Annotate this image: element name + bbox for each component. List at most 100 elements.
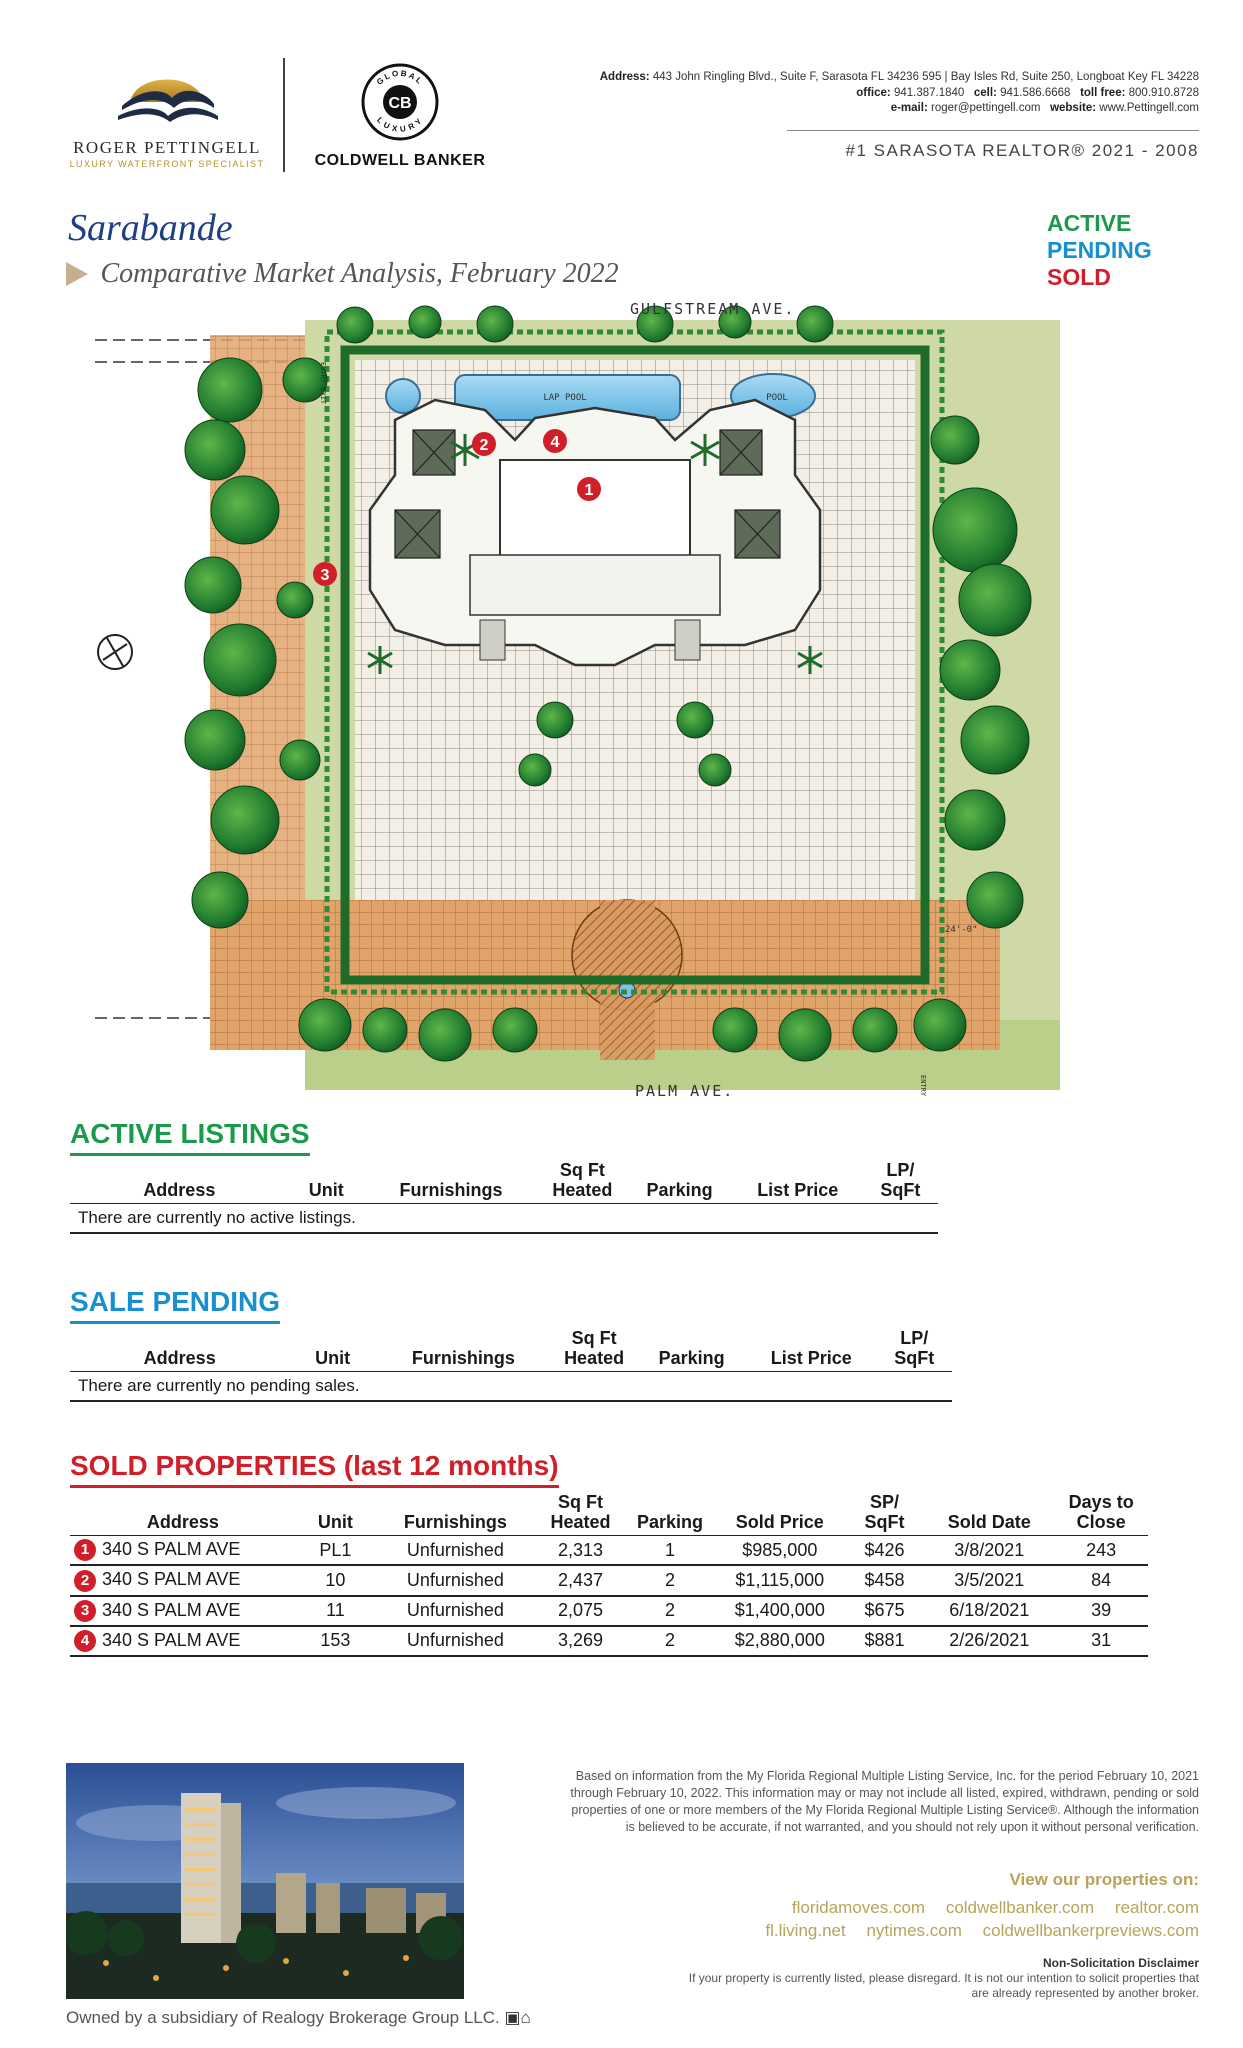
- row-unit: 11: [295, 1595, 376, 1627]
- row-sold-date: 2/26/2021: [924, 1625, 1055, 1658]
- row-address: 340 S PALM AVE: [102, 1569, 241, 1590]
- row-address: 340 S PALM AVE: [102, 1539, 241, 1559]
- address-label: Address:: [599, 71, 650, 83]
- page-title: Sarabande: [68, 207, 233, 249]
- row-sold-price: $1,115,000: [714, 1565, 845, 1597]
- col-parking: Parking: [637, 1328, 746, 1372]
- skyline-photo-illustration: [66, 1763, 464, 1999]
- email-label: e-mail:: [890, 102, 928, 114]
- row-sp-sqft: $881: [844, 1625, 925, 1658]
- col-furnishings: Furnishings: [375, 1328, 551, 1372]
- row-sold-date: 3/8/2021: [924, 1535, 1055, 1567]
- address-text: 443 John Ringling Blvd., Suite F, Saraso…: [652, 71, 1199, 83]
- pending-empty-message: There are currently no pending sales.: [70, 1371, 952, 1402]
- active-section: ACTIVE LISTINGS Address Unit Furnishings…: [70, 1118, 938, 1234]
- pool-label: POOL: [766, 393, 788, 403]
- link-realtor[interactable]: realtor.com: [1114, 1898, 1199, 1917]
- agent-tagline: LUXURY WATERFRONT SPECIALIST: [69, 159, 265, 169]
- row-sold-price: $2,880,000: [714, 1625, 845, 1658]
- pending-title: SALE PENDING: [70, 1286, 281, 1324]
- unit-marker-4: 4: [543, 429, 567, 453]
- link-fl-living[interactable]: fl.living.net: [765, 1921, 846, 1940]
- active-empty-message: There are currently no active listings.: [70, 1203, 938, 1234]
- house-wave-icon: [118, 79, 218, 122]
- row-sold-date: 6/18/2021: [924, 1595, 1055, 1627]
- svg-text:3: 3: [321, 567, 330, 584]
- realtor-eho-icon: ▣⌂: [504, 2008, 531, 2027]
- row-days-to-close: 39: [1054, 1595, 1148, 1627]
- site-plan-drawing: LAP POOL POOL: [95, 305, 1060, 1097]
- building-photo: [66, 1763, 464, 1999]
- property-links: floridamoves.com coldwellbanker.com real…: [749, 1896, 1199, 1942]
- cell-phone: 941.586.6668: [1000, 86, 1071, 99]
- agent-logo: ROGER PETTINGELL LUXURY WATERFRONT SPECI…: [62, 58, 272, 178]
- row-sqft: 2,437: [535, 1565, 626, 1597]
- lap-pool-label: LAP POOL: [543, 393, 586, 403]
- non-solicitation-title: Non-Solicitation Disclaimer: [1042, 1956, 1199, 1970]
- row-furnishings: Unfurnished: [375, 1565, 536, 1597]
- col-address: Address: [70, 1160, 289, 1204]
- svg-text:4: 4: [551, 434, 560, 451]
- row-sqft: 2,075: [535, 1595, 626, 1627]
- active-table: Address Unit Furnishings Sq Ft Heated Pa…: [70, 1160, 938, 1234]
- col-address: Address: [70, 1492, 296, 1536]
- unit-marker-3: 3: [313, 562, 337, 586]
- row-unit: 10: [295, 1565, 376, 1597]
- ownership-line: Owned by a subsidiary of Realogy Brokera…: [66, 2008, 531, 2028]
- email-link[interactable]: roger@pettingell.com: [930, 102, 1041, 114]
- entry-label: ENTRY: [919, 1075, 927, 1097]
- row-unit: 153: [295, 1625, 376, 1658]
- pending-section: SALE PENDING Address Unit Furnishings Sq…: [70, 1286, 952, 1402]
- unit-number-badge: 2: [74, 1569, 96, 1592]
- row-address: 340 S PALM AVE: [102, 1599, 241, 1620]
- link-nytimes[interactable]: nytimes.com: [866, 1921, 962, 1940]
- col-furnishings: Furnishings: [363, 1160, 539, 1204]
- sold-section: SOLD PROPERTIES (last 12 months) Address…: [70, 1450, 1148, 1658]
- unit-marker-1: 1: [577, 477, 601, 501]
- view-properties-title: View our properties on:: [1009, 1870, 1199, 1889]
- row-sold-price: $1,400,000: [714, 1595, 845, 1627]
- header-divider: [283, 58, 285, 172]
- entry-exit-label: ENTRY EXIT: [319, 362, 327, 405]
- row-unit: PL1: [295, 1535, 376, 1567]
- link-cb-previews[interactable]: coldwellbankerpreviews.com: [982, 1921, 1199, 1940]
- office-label: office:: [856, 86, 891, 99]
- col-sqft: Sq Ft Heated: [538, 1160, 627, 1204]
- col-sqft: Sq Ft Heated: [535, 1492, 626, 1536]
- col-unit: Unit: [288, 1160, 364, 1204]
- col-days-to-close: Days to Close: [1054, 1492, 1148, 1536]
- tollfree-phone: 800.910.8728: [1128, 86, 1199, 99]
- sold-title: SOLD PROPERTIES (last 12 months): [70, 1450, 559, 1488]
- legend-active: ACTIVE: [1047, 210, 1132, 236]
- col-sold-price: Sold Price: [714, 1492, 845, 1536]
- col-address: Address: [70, 1328, 290, 1372]
- svg-text:2: 2: [480, 437, 489, 454]
- link-coldwellbanker[interactable]: coldwellbanker.com: [945, 1898, 1095, 1917]
- ownership-text: Owned by a subsidiary of Realogy Brokera…: [66, 2008, 500, 2027]
- sold-table: Address Unit Furnishings Sq Ft Heated Pa…: [70, 1492, 1148, 1658]
- site-plan: LAP POOL POOL: [95, 300, 1070, 1100]
- website-link[interactable]: www.Pettingell.com: [1099, 102, 1199, 114]
- row-furnishings: Unfurnished: [375, 1625, 536, 1658]
- street-bottom: PALM AVE.: [635, 1082, 735, 1100]
- col-furnishings: Furnishings: [375, 1492, 536, 1536]
- dimension-label: 24'-0": [945, 925, 978, 935]
- brokerage-logo: GLOBAL LUXURY CB COLDWELL BANKER: [300, 62, 500, 172]
- col-list-price: List Price: [732, 1160, 863, 1204]
- row-parking: 2: [625, 1625, 715, 1658]
- col-parking: Parking: [625, 1492, 715, 1536]
- tollfree-label: toll free:: [1080, 86, 1126, 99]
- svg-text:GLOBAL: GLOBAL: [375, 69, 425, 87]
- contact-block: Address: 443 John Ringling Blvd., Suite …: [499, 70, 1199, 117]
- unit-number-badge: 4: [74, 1630, 96, 1652]
- subtitle-row: Comparative Market Analysis, February 20…: [66, 258, 619, 290]
- row-parking: 1: [625, 1535, 715, 1567]
- link-floridamoves[interactable]: floridamoves.com: [791, 1898, 926, 1917]
- col-unit: Unit: [289, 1328, 376, 1372]
- street-top: GULFSTREAM AVE.: [630, 300, 796, 318]
- global-luxury-seal-icon: GLOBAL LUXURY CB: [361, 63, 439, 141]
- row-sp-sqft: $458: [844, 1565, 925, 1597]
- row-address: 340 S PALM AVE: [102, 1629, 241, 1650]
